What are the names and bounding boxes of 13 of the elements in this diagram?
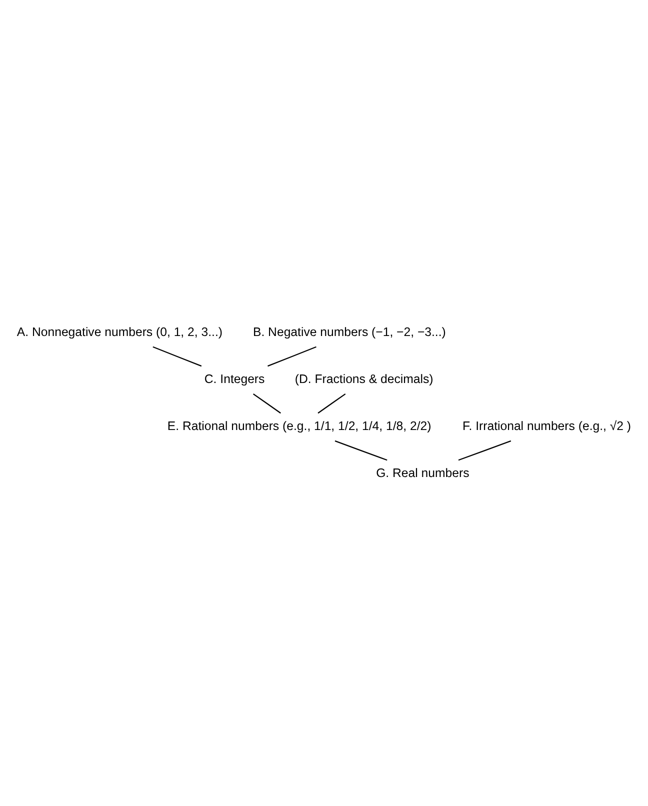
node-text: A. Nonnegative numbers (0, 1, 2, 3...) bbox=[16, 324, 222, 338]
node-text: G. Real numbers bbox=[376, 465, 470, 480]
node-text: F. Irrational numbers (e.g., √2 ) bbox=[462, 418, 632, 432]
node-text: E. Rational numbers (e.g., 1/1, 1/2, 1/4, 1/8, 2/2) bbox=[167, 418, 432, 432]
connector bbox=[334, 440, 388, 460]
node-text: C. Integers bbox=[204, 371, 265, 386]
connector bbox=[152, 346, 202, 366]
connector bbox=[458, 440, 512, 460]
node-text: B. Negative numbers (−1, −2, −3...) bbox=[252, 324, 446, 338]
connector bbox=[268, 346, 316, 366]
connector bbox=[318, 392, 346, 414]
connector bbox=[252, 392, 281, 414]
node-text: (D. Fractions & decimals) bbox=[294, 371, 434, 386]
